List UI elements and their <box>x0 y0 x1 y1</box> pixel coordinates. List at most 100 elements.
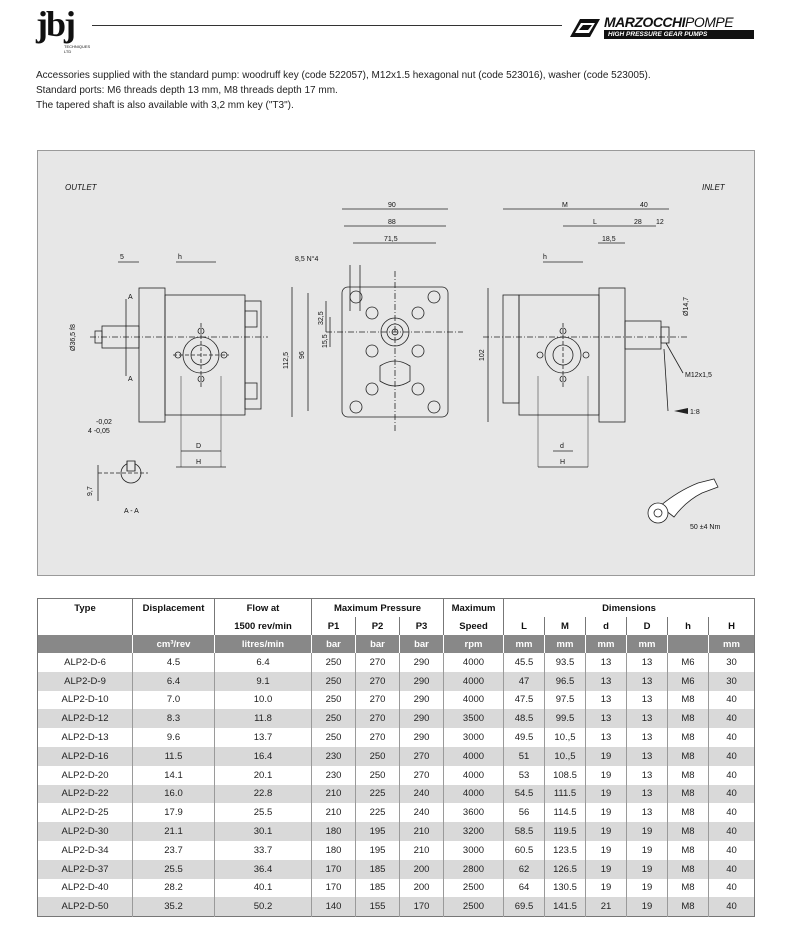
table-cell: 13 <box>585 709 627 729</box>
table-cell: ALP2-D-10 <box>61 694 109 706</box>
table-cell: 225 <box>355 803 400 823</box>
table-cell: 270 <box>355 728 400 747</box>
dim-40: 40 <box>640 202 648 209</box>
col-p2: P2 <box>355 617 400 635</box>
col-displacement: Displacement <box>132 598 215 617</box>
table-cell: 23.7 <box>132 840 215 860</box>
col-max-pressure: Maximum Pressure <box>311 598 444 617</box>
dim-5: 5 <box>120 254 124 261</box>
dim-71-5: 71,5 <box>384 236 398 243</box>
unit-L: mm <box>503 635 545 653</box>
table-cell: 13 <box>585 690 627 710</box>
table-cell: 6.4 <box>214 653 312 672</box>
table-cell: 114.5 <box>544 803 586 823</box>
dim-shaft-diameter: Ø36,5 f8 <box>70 324 77 351</box>
table-cell: 290 <box>399 709 444 729</box>
table-cell: 225 <box>355 784 400 804</box>
table-cell: 270 <box>355 709 400 729</box>
col-flow: Flow at <box>214 598 312 617</box>
table-cell: ALP2-D-50 <box>37 897 133 917</box>
table-cell: 4.5 <box>132 653 215 672</box>
table-cell: 11.5 <box>132 746 215 766</box>
table-cell: 8.3 <box>132 709 215 729</box>
table-cell: ALP2-D-16 <box>37 746 133 766</box>
table-cell: 2500 <box>443 897 504 917</box>
table-cell: 4000 <box>443 746 504 766</box>
table-cell: 19 <box>585 859 627 879</box>
table-cell: ALP2-D-13 <box>61 732 109 744</box>
dim-88: 88 <box>388 219 396 226</box>
table-cell: M8 <box>667 784 709 804</box>
dim-m12: M12x1,5 <box>685 372 712 379</box>
table-cell: 53 <box>503 765 545 785</box>
table-cell: 40.1 <box>214 878 312 898</box>
table-cell: 210 <box>399 822 444 841</box>
technical-drawing: OUTLET INLET A A Ø36,5 f8 5 h <box>37 150 755 576</box>
table-cell: M6 <box>667 671 709 691</box>
unit-speed: rpm <box>443 635 504 653</box>
table-cell: 40 <box>708 728 755 747</box>
table-cell: 19 <box>585 746 627 766</box>
right-side-view: M L 40 28 12 18,5 102 Ø14,7 M12x1,5 1:8 … <box>479 202 712 468</box>
table-cell: 250 <box>311 671 356 691</box>
table-header-row-2: 1500 rev/min P1 P2 P3 Speed L M d D h H <box>37 617 755 635</box>
table-cell: ALP2-D-25 <box>61 807 109 819</box>
col-d: d <box>585 617 627 635</box>
marzocchi-mark-icon <box>570 19 600 37</box>
table-cell: 40 <box>708 784 755 804</box>
table-cell: ALP2-D-9 <box>37 671 133 691</box>
dim-H-left: H <box>196 459 201 466</box>
table-cell: 21 <box>585 897 627 917</box>
col-flow-sub: 1500 rev/min <box>214 617 312 635</box>
table-cell: 50.2 <box>214 897 312 917</box>
table-cell: 13 <box>626 765 668 785</box>
table-cell: M8 <box>667 765 709 785</box>
table-cell: 123.5 <box>544 840 586 860</box>
table-cell: 58.5 <box>503 822 545 841</box>
table-cell: 13 <box>626 709 668 729</box>
spec-table: Type Displacement Flow at Maximum Pressu… <box>37 598 755 917</box>
table-cell: 40 <box>708 822 755 841</box>
table-cell: M8 <box>667 803 709 823</box>
dim-L: L <box>593 219 597 226</box>
table-cell: 30 <box>708 671 755 691</box>
table-cell: 13 <box>626 653 668 672</box>
table-cell: M8 <box>667 822 709 841</box>
table-cell: 48.5 <box>503 709 545 729</box>
table-cell: 4000 <box>443 784 504 804</box>
table-cell: 40 <box>708 859 755 879</box>
table-cell: 49.5 <box>503 728 545 747</box>
dim-D-left: D <box>196 443 201 450</box>
table-cell: 99.5 <box>544 709 586 729</box>
dim-tol-a: -0,02 <box>96 419 112 426</box>
dim-tol-b: 4 -0,05 <box>88 428 110 435</box>
table-cell: 30.1 <box>214 822 312 841</box>
table-cell: 13.7 <box>214 728 312 747</box>
table-cell: 250 <box>311 728 356 747</box>
table-cell: 250 <box>311 709 356 729</box>
unit-d: mm <box>585 635 627 653</box>
table-cell: 36.4 <box>214 859 312 879</box>
table-cell: 290 <box>399 671 444 691</box>
table-cell: 19 <box>585 878 627 898</box>
dim-90: 90 <box>388 202 396 209</box>
brand-name: MARZOCCHIPOMPE <box>604 14 734 30</box>
table-cell: 270 <box>399 765 444 785</box>
table-cell: 35.2 <box>132 897 215 917</box>
table-cell: 33.7 <box>214 840 312 860</box>
table-cell: 11.8 <box>214 709 312 729</box>
section-label: A - A <box>124 508 139 515</box>
table-cell: 22.8 <box>214 784 312 804</box>
table-cell: 130.5 <box>544 878 586 898</box>
table-cell: 2500 <box>443 878 504 898</box>
table-cell: ALP2-D-22 <box>37 784 133 804</box>
table-cell: 270 <box>355 671 400 691</box>
col-p3: P3 <box>399 617 444 635</box>
table-cell: 25.5 <box>132 859 215 879</box>
table-cell: 180 <box>311 822 356 841</box>
